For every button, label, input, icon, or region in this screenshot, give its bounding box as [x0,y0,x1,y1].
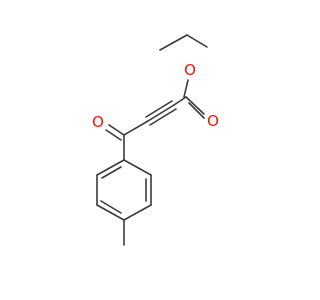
bond-ketone-c-o-double-1 [108,124,125,136]
bond-triple-2 [145,100,173,118]
atom-ester-carbonyl-oxygen: O [207,112,219,130]
ring-bond-1 [123,159,152,176]
bond-o-carbonyl-c [183,79,189,98]
bond-alkyne-ketone-c [123,120,149,136]
ring-bond-3 [123,204,152,221]
bond-ethyl-ch3-ch2 [159,34,188,51]
atom-ester-ether-oxygen: O [184,61,196,79]
ring-bond-4 [96,204,125,221]
ring-inner-bond-3 [101,166,122,179]
molecule-diagram: O O O [92,34,219,246]
bond-triple-3 [149,108,177,126]
bond-ester-c-o-double-1 [185,96,205,115]
bond-ester-c-o-double-2 [188,102,205,119]
bond-ketone-c-o-double-2 [105,129,122,141]
structure-canvas: O O O [92,34,219,246]
bond-carbonyl-c-alkyne [173,96,187,106]
atom-ketone-oxygen: O [92,113,104,131]
bond-triple-1 [147,104,175,122]
ring-inner-bond-2 [100,200,122,214]
bond-ethyl-ch2-o [186,34,208,48]
ring-bond-6 [96,159,125,176]
